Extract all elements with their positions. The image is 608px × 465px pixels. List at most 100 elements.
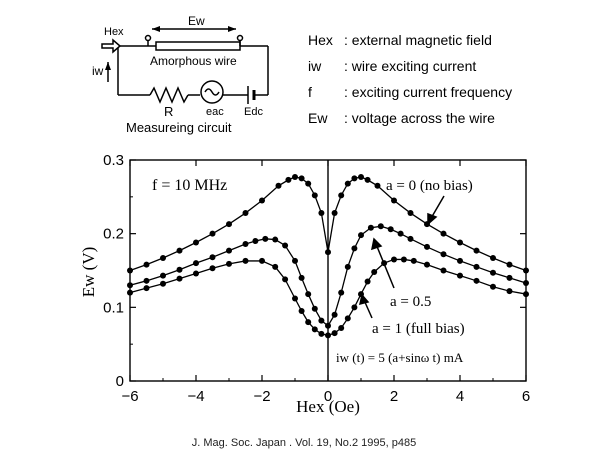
- data-point: [473, 277, 480, 284]
- data-point: [282, 276, 289, 283]
- data-point: [226, 247, 232, 254]
- data-point: [523, 291, 529, 298]
- data-point: [457, 239, 463, 246]
- x-tick-label: 0: [324, 388, 332, 405]
- x-tick-label: −2: [253, 388, 270, 405]
- data-point: [506, 274, 513, 281]
- data-point: [424, 243, 430, 250]
- data-point: [367, 224, 374, 231]
- data-point: [318, 330, 325, 337]
- legend-f-symbol: f: [308, 84, 312, 100]
- data-point: [143, 261, 150, 268]
- terminal-right: [236, 34, 244, 42]
- data-point: [305, 291, 312, 298]
- data-point: [298, 308, 305, 315]
- x-tick-label: 6: [522, 388, 530, 405]
- data-point: [318, 317, 325, 324]
- ac-source-symbol: [200, 80, 224, 104]
- data-point: [364, 176, 371, 183]
- series-0: [127, 173, 529, 274]
- legend-ew-symbol: Ew: [308, 110, 328, 126]
- data-point: [259, 257, 265, 264]
- data-point: [127, 282, 133, 289]
- data-point: [305, 180, 312, 187]
- data-point: [311, 326, 318, 333]
- data-point: [331, 330, 338, 337]
- arrow-a05-head: [371, 237, 383, 251]
- data-point: [272, 236, 279, 243]
- data-point: [344, 315, 351, 322]
- x-tick-label: −4: [187, 388, 204, 405]
- data-point: [127, 267, 133, 274]
- edc-label: Edc: [244, 106, 263, 118]
- amorphous-wire-symbol: [155, 41, 241, 51]
- data-point: [275, 182, 282, 189]
- legend-ew: Ew : voltage across the wire: [308, 110, 495, 126]
- data-point: [338, 324, 345, 331]
- data-point: [374, 182, 381, 189]
- legend-ew-text: : voltage across the wire: [344, 110, 495, 126]
- data-point: [292, 295, 298, 302]
- arrow-a1-head: [359, 293, 370, 306]
- data-point: [160, 280, 166, 287]
- data-point: [305, 319, 312, 326]
- hex-label: Hex: [104, 26, 124, 38]
- y-tick-label: 0: [116, 373, 124, 390]
- data-point: [391, 197, 397, 204]
- legend-iw: iw: wire exciting current: [308, 58, 476, 74]
- data-point: [143, 277, 150, 284]
- data-point: [298, 274, 305, 281]
- data-point: [193, 260, 199, 267]
- data-point: [325, 332, 331, 339]
- frequency-annotation: f = 10 MHz: [152, 177, 227, 194]
- data-point: [318, 210, 325, 217]
- data-point: [262, 235, 269, 242]
- data-point: [325, 322, 331, 329]
- data-point: [440, 267, 447, 274]
- data-point: [344, 263, 351, 270]
- eac-label: eac: [206, 106, 224, 118]
- data-point: [242, 257, 249, 264]
- series-pointer-arrows: [359, 195, 445, 319]
- data-point: [457, 272, 463, 279]
- arrow-a0-head: [427, 212, 438, 226]
- data-point: [371, 268, 378, 275]
- r-label: R: [164, 104, 174, 119]
- data-point: [338, 289, 345, 296]
- legend-iw-symbol: iw: [308, 58, 322, 74]
- data-point: [226, 221, 232, 228]
- data-point: [160, 254, 166, 261]
- series-label-a05: a = 0.5: [390, 294, 431, 310]
- data-point: [143, 285, 150, 292]
- data-point: [473, 263, 480, 270]
- data-point: [506, 288, 513, 295]
- data-point: [407, 210, 414, 217]
- data-point: [523, 267, 529, 274]
- data-point: [364, 278, 371, 285]
- citation-caption: J. Mag. Soc. Japan . Vol. 19, No.2 1995,…: [191, 437, 417, 449]
- x-tick-label: −6: [121, 388, 138, 405]
- data-point: [400, 256, 407, 263]
- x-tick-label: 4: [456, 388, 464, 405]
- data-point: [127, 289, 133, 296]
- data-point: [311, 192, 318, 199]
- data-point: [440, 251, 447, 258]
- series-1: [127, 223, 529, 329]
- current-formula-annotation: iw (t) = 5 (a+sinω t) mA: [336, 350, 464, 365]
- data-point: [391, 256, 397, 263]
- measuring-circuit: [101, 26, 269, 104]
- series-layer: [127, 173, 529, 339]
- arrow-a05: [375, 243, 395, 289]
- data-point: [242, 240, 249, 247]
- data-point: [292, 257, 298, 264]
- data-point: [331, 210, 338, 217]
- data-point: [176, 266, 183, 273]
- circuit-title: Measureing circuit: [126, 120, 232, 135]
- data-point: [193, 239, 199, 246]
- legend-hex-text: : external magnetic field: [344, 32, 492, 48]
- data-point: [457, 257, 463, 264]
- iw-label: iw: [92, 64, 104, 78]
